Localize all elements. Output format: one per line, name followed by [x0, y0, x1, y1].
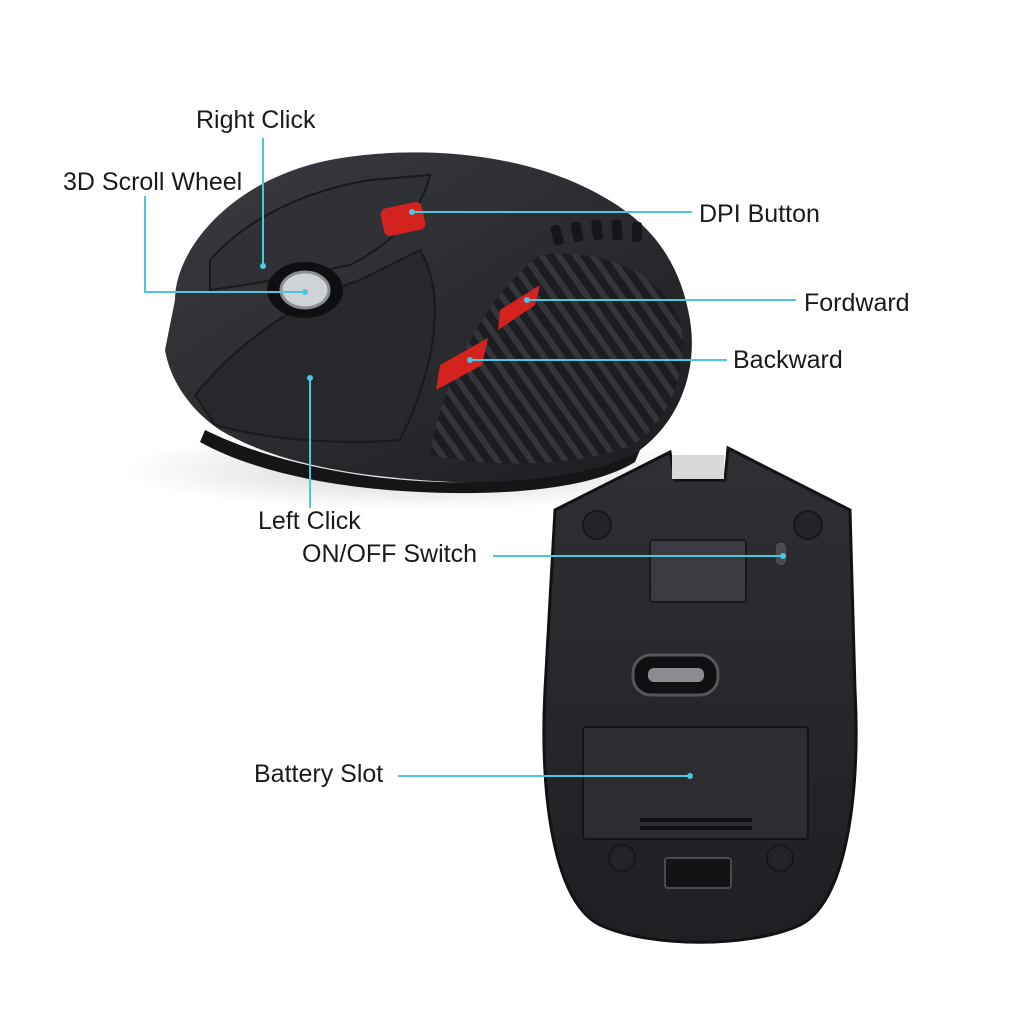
label-battery-slot: Battery Slot — [254, 760, 384, 788]
battery-cover-grip-1 — [640, 818, 752, 822]
left-button-panel — [193, 248, 436, 443]
label-right-click: Right Click — [196, 106, 316, 134]
label-dpi-button: DPI Button — [699, 200, 820, 228]
optical-lens — [648, 668, 704, 682]
label-scroll-wheel: 3D Scroll Wheel — [63, 168, 243, 196]
label-left-click: Left Click — [258, 507, 361, 535]
bottom-grip-slot — [664, 857, 732, 889]
backward-button — [436, 338, 488, 390]
foot-pad-top-right — [793, 510, 823, 540]
receiver-slot — [649, 539, 747, 603]
vent-slots — [550, 219, 642, 246]
leader-scroll-wheel — [144, 196, 305, 293]
foot-pad-bottom-left — [608, 844, 636, 872]
bottom-top-notch — [672, 455, 724, 479]
battery-cover-grip-2 — [640, 826, 752, 830]
label-backward: Backward — [733, 346, 843, 374]
leader-lines — [144, 138, 796, 777]
mouse-bottom-view — [542, 445, 858, 944]
forward-button — [498, 285, 540, 330]
foot-pad-top-left — [582, 510, 612, 540]
leader-dots — [260, 209, 786, 779]
label-forward: Fordward — [804, 289, 910, 317]
label-on-off-switch: ON/OFF Switch — [302, 540, 478, 568]
battery-cover — [582, 726, 809, 840]
mouse-top-view — [165, 152, 692, 494]
side-grip — [430, 253, 684, 464]
foot-pad-bottom-right — [766, 844, 794, 872]
